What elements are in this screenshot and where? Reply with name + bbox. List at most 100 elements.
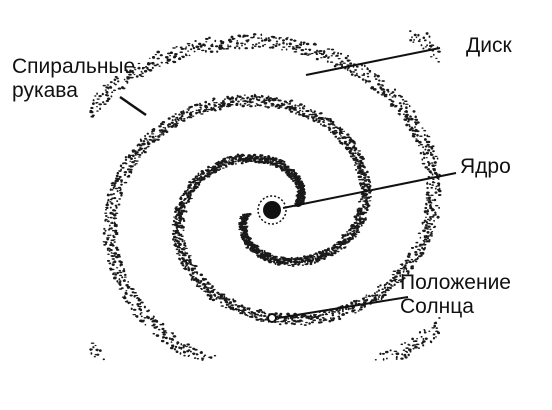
- arm-stipple-dot: [183, 264, 185, 266]
- arm-stipple-dot: [241, 105, 244, 108]
- arm-stipple-dot: [234, 304, 237, 306]
- arm-stipple-dot: [261, 159, 263, 160]
- sun-marker: [268, 314, 276, 322]
- arm-stipple-dot: [114, 223, 116, 225]
- arm-stipple-dot: [371, 86, 374, 89]
- arm-stipple-dot: [113, 272, 117, 273]
- arm-stipple-dot: [414, 251, 417, 253]
- arm-stipple-dot: [136, 303, 139, 306]
- arm-stipple-dot: [403, 267, 406, 269]
- arm-stipple-dot: [213, 102, 216, 104]
- arm-stipple-dot: [133, 309, 136, 311]
- arm-stipple-dot: [419, 331, 421, 334]
- arm-stipple-dot: [431, 162, 434, 164]
- arm-stipple-dot: [226, 105, 228, 107]
- arm-stipple-dot: [431, 327, 434, 328]
- arm-stipple-dot: [295, 185, 297, 188]
- arm-stipple-dot: [431, 209, 434, 211]
- arm-stipple-dot: [362, 164, 365, 167]
- arm-stipple-dot: [247, 39, 249, 41]
- arm-stipple-dot: [259, 154, 261, 156]
- arm-stipple-dot: [419, 249, 421, 251]
- arm-stipple-dot: [208, 48, 211, 50]
- arm-stipple-dot: [224, 162, 227, 164]
- arm-stipple-dot: [416, 344, 420, 346]
- arm-stipple-dot: [224, 98, 226, 100]
- arm-stipple-dot: [424, 207, 427, 209]
- arm-stipple-dot: [192, 353, 195, 355]
- arm-stipple-dot: [356, 220, 358, 222]
- arm-stipple-dot: [327, 247, 330, 249]
- arm-stipple-dot: [381, 288, 384, 290]
- arm-stipple-dot: [143, 320, 145, 322]
- arm-stipple-dot: [405, 347, 409, 349]
- arm-stipple-dot: [433, 54, 435, 56]
- arm-stipple-dot: [437, 158, 439, 160]
- arm-stipple-dot: [247, 315, 249, 316]
- arm-stipple-dot: [269, 159, 272, 160]
- arm-stipple-dot: [380, 94, 384, 96]
- arm-stipple-dot: [244, 219, 247, 220]
- arm-stipple-dot: [179, 51, 183, 53]
- arm-stipple-dot: [290, 111, 293, 113]
- arm-stipple-dot: [182, 249, 186, 251]
- arm-stipple-dot: [171, 115, 175, 117]
- arm-stipple-dot: [421, 44, 423, 46]
- arm-stipple-dot: [165, 337, 167, 339]
- arm-stipple-dot: [426, 32, 429, 35]
- arm-stipple-dot: [315, 52, 318, 53]
- arm-stipple-dot: [343, 238, 346, 240]
- arm-stipple-dot: [430, 187, 433, 189]
- arm-stipple-dot: [200, 273, 204, 276]
- arm-stipple-dot: [394, 88, 396, 91]
- arm-stipple-dot: [316, 58, 319, 60]
- arm-stipple-dot: [424, 235, 426, 236]
- arm-stipple-dot: [191, 190, 194, 193]
- arm-stipple-dot: [312, 120, 316, 122]
- arm-stipple-dot: [228, 161, 231, 163]
- arm-stipple-dot: [309, 323, 311, 325]
- arm-stipple-dot: [228, 39, 231, 41]
- arm-stipple-dot: [313, 316, 316, 319]
- arm-stipple-dot: [296, 47, 299, 49]
- arm-stipple-dot: [313, 113, 317, 115]
- arm-stipple-dot: [399, 108, 402, 111]
- arm-stipple-dot: [327, 56, 330, 57]
- arm-stipple-dot: [364, 177, 366, 180]
- arm-stipple-dot: [242, 100, 244, 102]
- arm-stipple-dot: [218, 106, 220, 108]
- arm-stipple-dot: [254, 45, 257, 47]
- arm-stipple-dot: [233, 300, 237, 302]
- arm-stipple-dot: [124, 279, 126, 281]
- arm-stipple-dot: [144, 135, 146, 137]
- arm-stipple-dot: [409, 254, 411, 256]
- arm-stipple-dot: [365, 184, 369, 185]
- arm-stipple-dot: [275, 256, 278, 258]
- arm-stipple-dot: [103, 232, 106, 235]
- arm-stipple-dot: [180, 347, 182, 350]
- arm-stipple-dot: [410, 128, 414, 130]
- arm-stipple-dot: [330, 61, 333, 63]
- arm-stipple-dot: [375, 74, 378, 75]
- arm-stipple-dot: [134, 157, 136, 158]
- arm-stipple-dot: [394, 279, 397, 280]
- arm-stipple-dot: [359, 308, 363, 310]
- arm-stipple-dot: [136, 315, 139, 318]
- arm-stipple-dot: [312, 258, 314, 260]
- arm-stipple-dot: [405, 262, 408, 264]
- arm-stipple-dot: [123, 297, 127, 300]
- arm-stipple-dot: [346, 146, 348, 149]
- arm-stipple-dot: [180, 239, 183, 241]
- arm-stipple-dot: [354, 215, 358, 218]
- arm-stipple-dot: [161, 329, 164, 330]
- arm-stipple-dot: [117, 172, 120, 175]
- arm-stipple-dot: [349, 151, 352, 153]
- arm-stipple-dot: [220, 301, 222, 303]
- arm-stipple-dot: [172, 47, 176, 48]
- arm-stipple-dot: [303, 44, 305, 46]
- arm-stipple-dot: [206, 173, 210, 174]
- arm-stipple-dot: [179, 258, 181, 261]
- arm-stipple-dot: [205, 101, 207, 104]
- arm-stipple-dot: [320, 123, 322, 125]
- arm-stipple-dot: [314, 314, 317, 315]
